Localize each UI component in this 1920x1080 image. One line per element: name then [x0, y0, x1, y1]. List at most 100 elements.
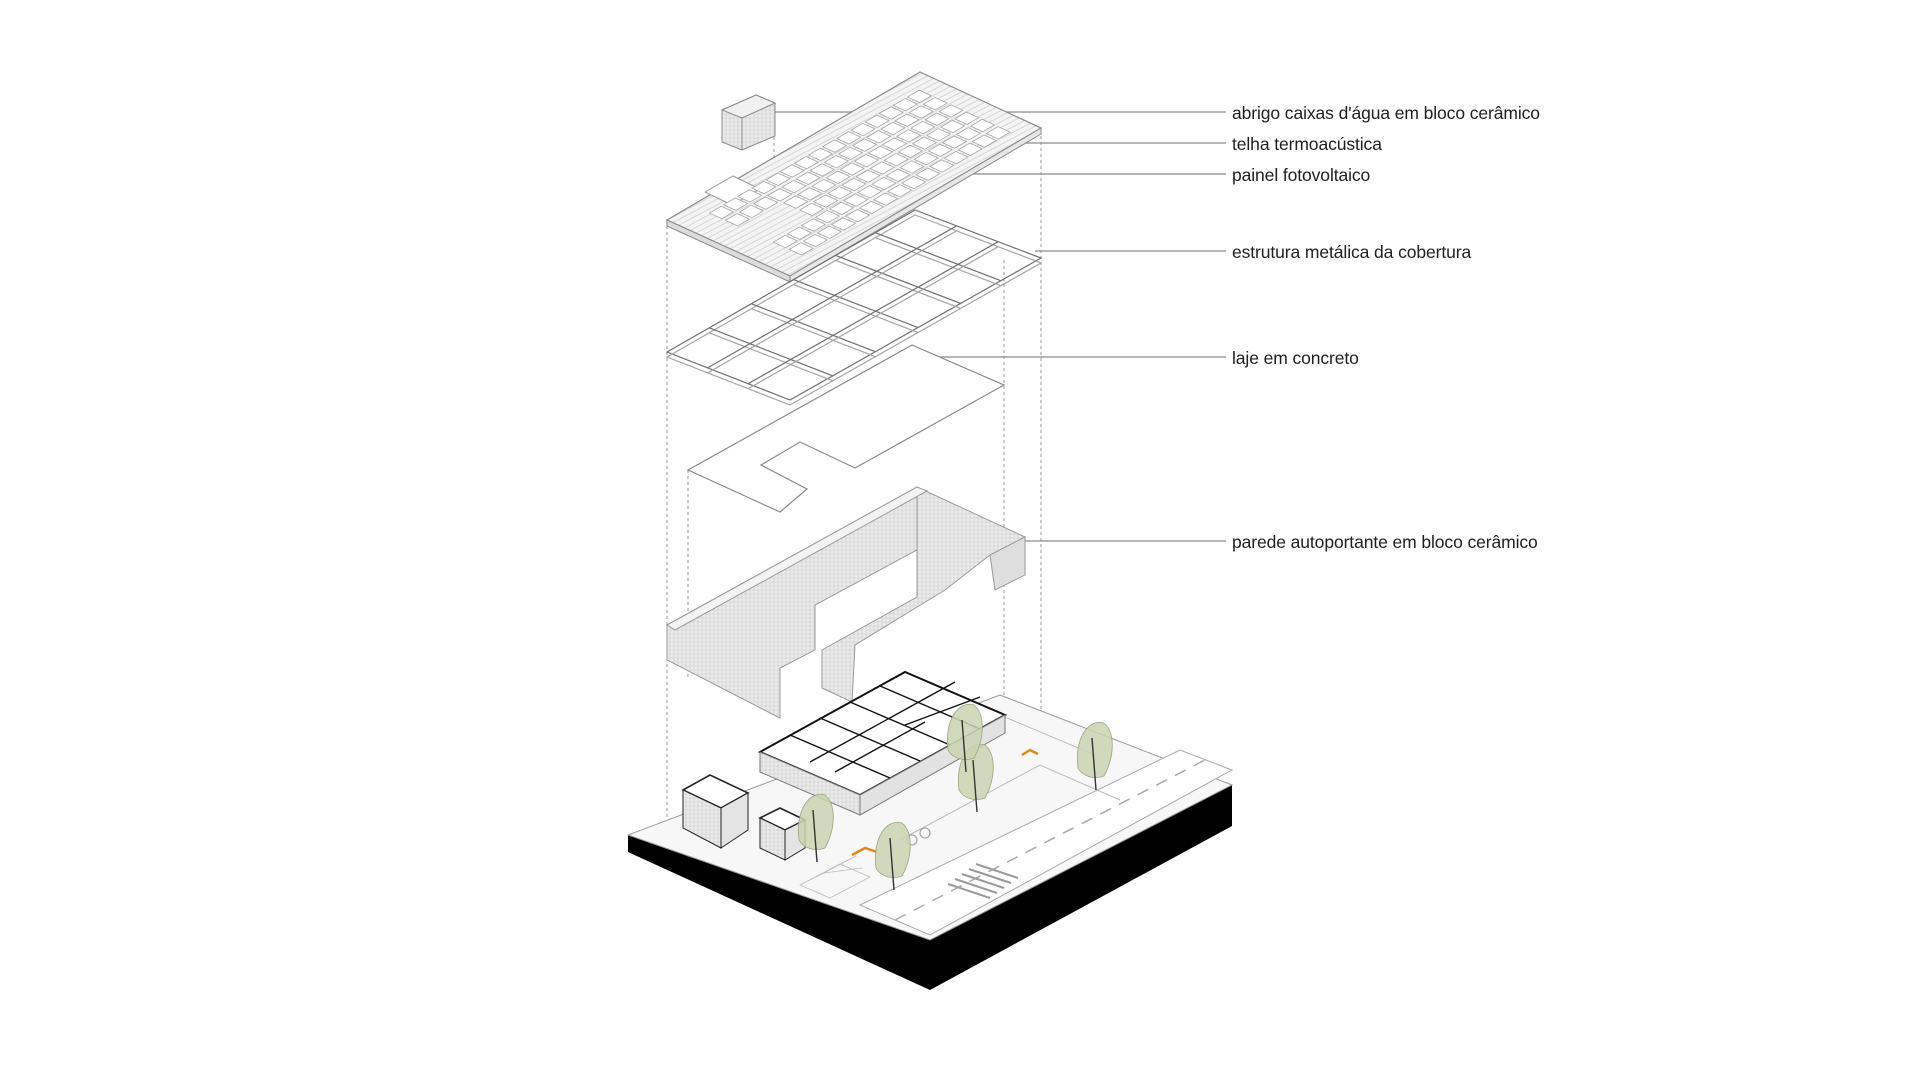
- structure-beam: [708, 332, 833, 382]
- pv-panel: [922, 97, 948, 111]
- structure-frame-lower: [665, 214, 1043, 406]
- pv-panel: [887, 184, 913, 198]
- structure-beam: [835, 259, 961, 310]
- tree-trunk: [1091, 737, 1097, 791]
- pv-panel: [843, 193, 869, 207]
- structure-beam: [793, 284, 919, 334]
- pv-panel: [911, 136, 938, 150]
- pv-panel: [779, 164, 805, 178]
- structure-beam: [835, 254, 961, 305]
- pv-panel: [765, 172, 791, 186]
- pv-panel: [955, 127, 982, 141]
- pv-panel: [925, 128, 952, 142]
- pv-panel: [894, 113, 920, 127]
- photovoltaic-panels: [708, 89, 1011, 256]
- pv-panel: [881, 137, 908, 151]
- pv-panel: [957, 142, 983, 156]
- paving-grid: [799, 855, 871, 899]
- pv-panel: [802, 233, 828, 248]
- pv-panel: [858, 200, 885, 214]
- pv-panel: [908, 105, 934, 119]
- pv-panel: [798, 202, 825, 217]
- roof-layer: [665, 71, 1043, 283]
- label-photovoltaic-panel: painel fotovoltaico: [1232, 165, 1371, 185]
- tree-trunk: [961, 719, 967, 773]
- pv-panel: [943, 151, 969, 165]
- metal-roof-structure: [665, 209, 1043, 406]
- structure-beam: [751, 303, 876, 353]
- tree-canopy: [874, 821, 911, 878]
- pv-panel: [708, 205, 735, 220]
- pv-panel: [880, 121, 906, 136]
- pv-panel: [828, 201, 855, 216]
- pv-panel: [724, 213, 751, 227]
- pv-panel: [851, 138, 878, 152]
- pv-panel: [797, 187, 823, 201]
- pv-panel: [873, 192, 899, 206]
- pv-panel: [813, 194, 839, 208]
- accessibility-marks: [851, 748, 1039, 857]
- pv-panel: [837, 146, 864, 161]
- tree-trunk: [812, 809, 818, 863]
- pv-panel: [767, 188, 793, 202]
- pv-panel: [836, 131, 862, 145]
- pv-panel: [883, 153, 909, 167]
- pv-panel: [814, 210, 841, 224]
- pv-panel: [788, 242, 814, 256]
- pv-panel: [830, 217, 857, 231]
- pv-panel: [816, 225, 843, 239]
- base-side-right: [930, 785, 1232, 990]
- pv-panel: [853, 154, 879, 168]
- pv-panel: [941, 135, 967, 149]
- pv-panel: [738, 204, 765, 219]
- pv-panel: [737, 189, 763, 203]
- pv-panel: [786, 226, 813, 240]
- pv-panel: [924, 112, 950, 126]
- tree-trunk: [972, 759, 978, 813]
- tree-canopy: [1076, 721, 1113, 778]
- ceramic-block-walls: [666, 486, 1026, 719]
- pv-panel: [954, 111, 980, 125]
- structure-beam: [875, 232, 1002, 282]
- structure-beam: [793, 279, 919, 329]
- pv-panel: [864, 114, 890, 128]
- pv-panel: [913, 152, 939, 166]
- pv-panel: [793, 156, 819, 170]
- structure-beam: [747, 241, 999, 385]
- pv-panel: [871, 176, 897, 191]
- pv-panel: [811, 178, 837, 193]
- pv-panel: [795, 171, 821, 185]
- label-thermoacoustic-roof: telha termoacústica: [1232, 134, 1382, 154]
- structure-beam: [708, 327, 833, 377]
- pv-panel: [807, 147, 834, 162]
- pv-panel: [985, 126, 1011, 140]
- pv-panel: [722, 197, 749, 211]
- pv-panel: [867, 145, 894, 160]
- tree-trunk: [889, 837, 895, 891]
- tree-canopy: [946, 703, 983, 760]
- base-side-left: [628, 835, 930, 990]
- pv-panel: [800, 218, 827, 232]
- structure-beam: [707, 230, 957, 374]
- pv-panel: [783, 195, 809, 209]
- crosswalk: [947, 863, 1019, 899]
- interior-walls: [789, 681, 981, 779]
- pv-panel: [825, 170, 851, 184]
- pv-panel: [751, 180, 777, 195]
- pv-panel: [938, 104, 964, 118]
- pv-panel: [969, 118, 996, 133]
- pv-panel: [821, 139, 848, 153]
- pv-panel: [752, 196, 779, 210]
- structure-beam: [751, 308, 876, 358]
- pv-panel: [940, 119, 966, 134]
- structure-beam: [707, 225, 957, 369]
- pv-panel: [857, 185, 883, 199]
- pv-panel: [906, 89, 933, 104]
- pv-panel: [823, 155, 849, 169]
- structure-frame: [665, 209, 1043, 401]
- pv-panel: [809, 163, 835, 177]
- pv-panel: [885, 168, 911, 182]
- pv-panel: [781, 179, 807, 194]
